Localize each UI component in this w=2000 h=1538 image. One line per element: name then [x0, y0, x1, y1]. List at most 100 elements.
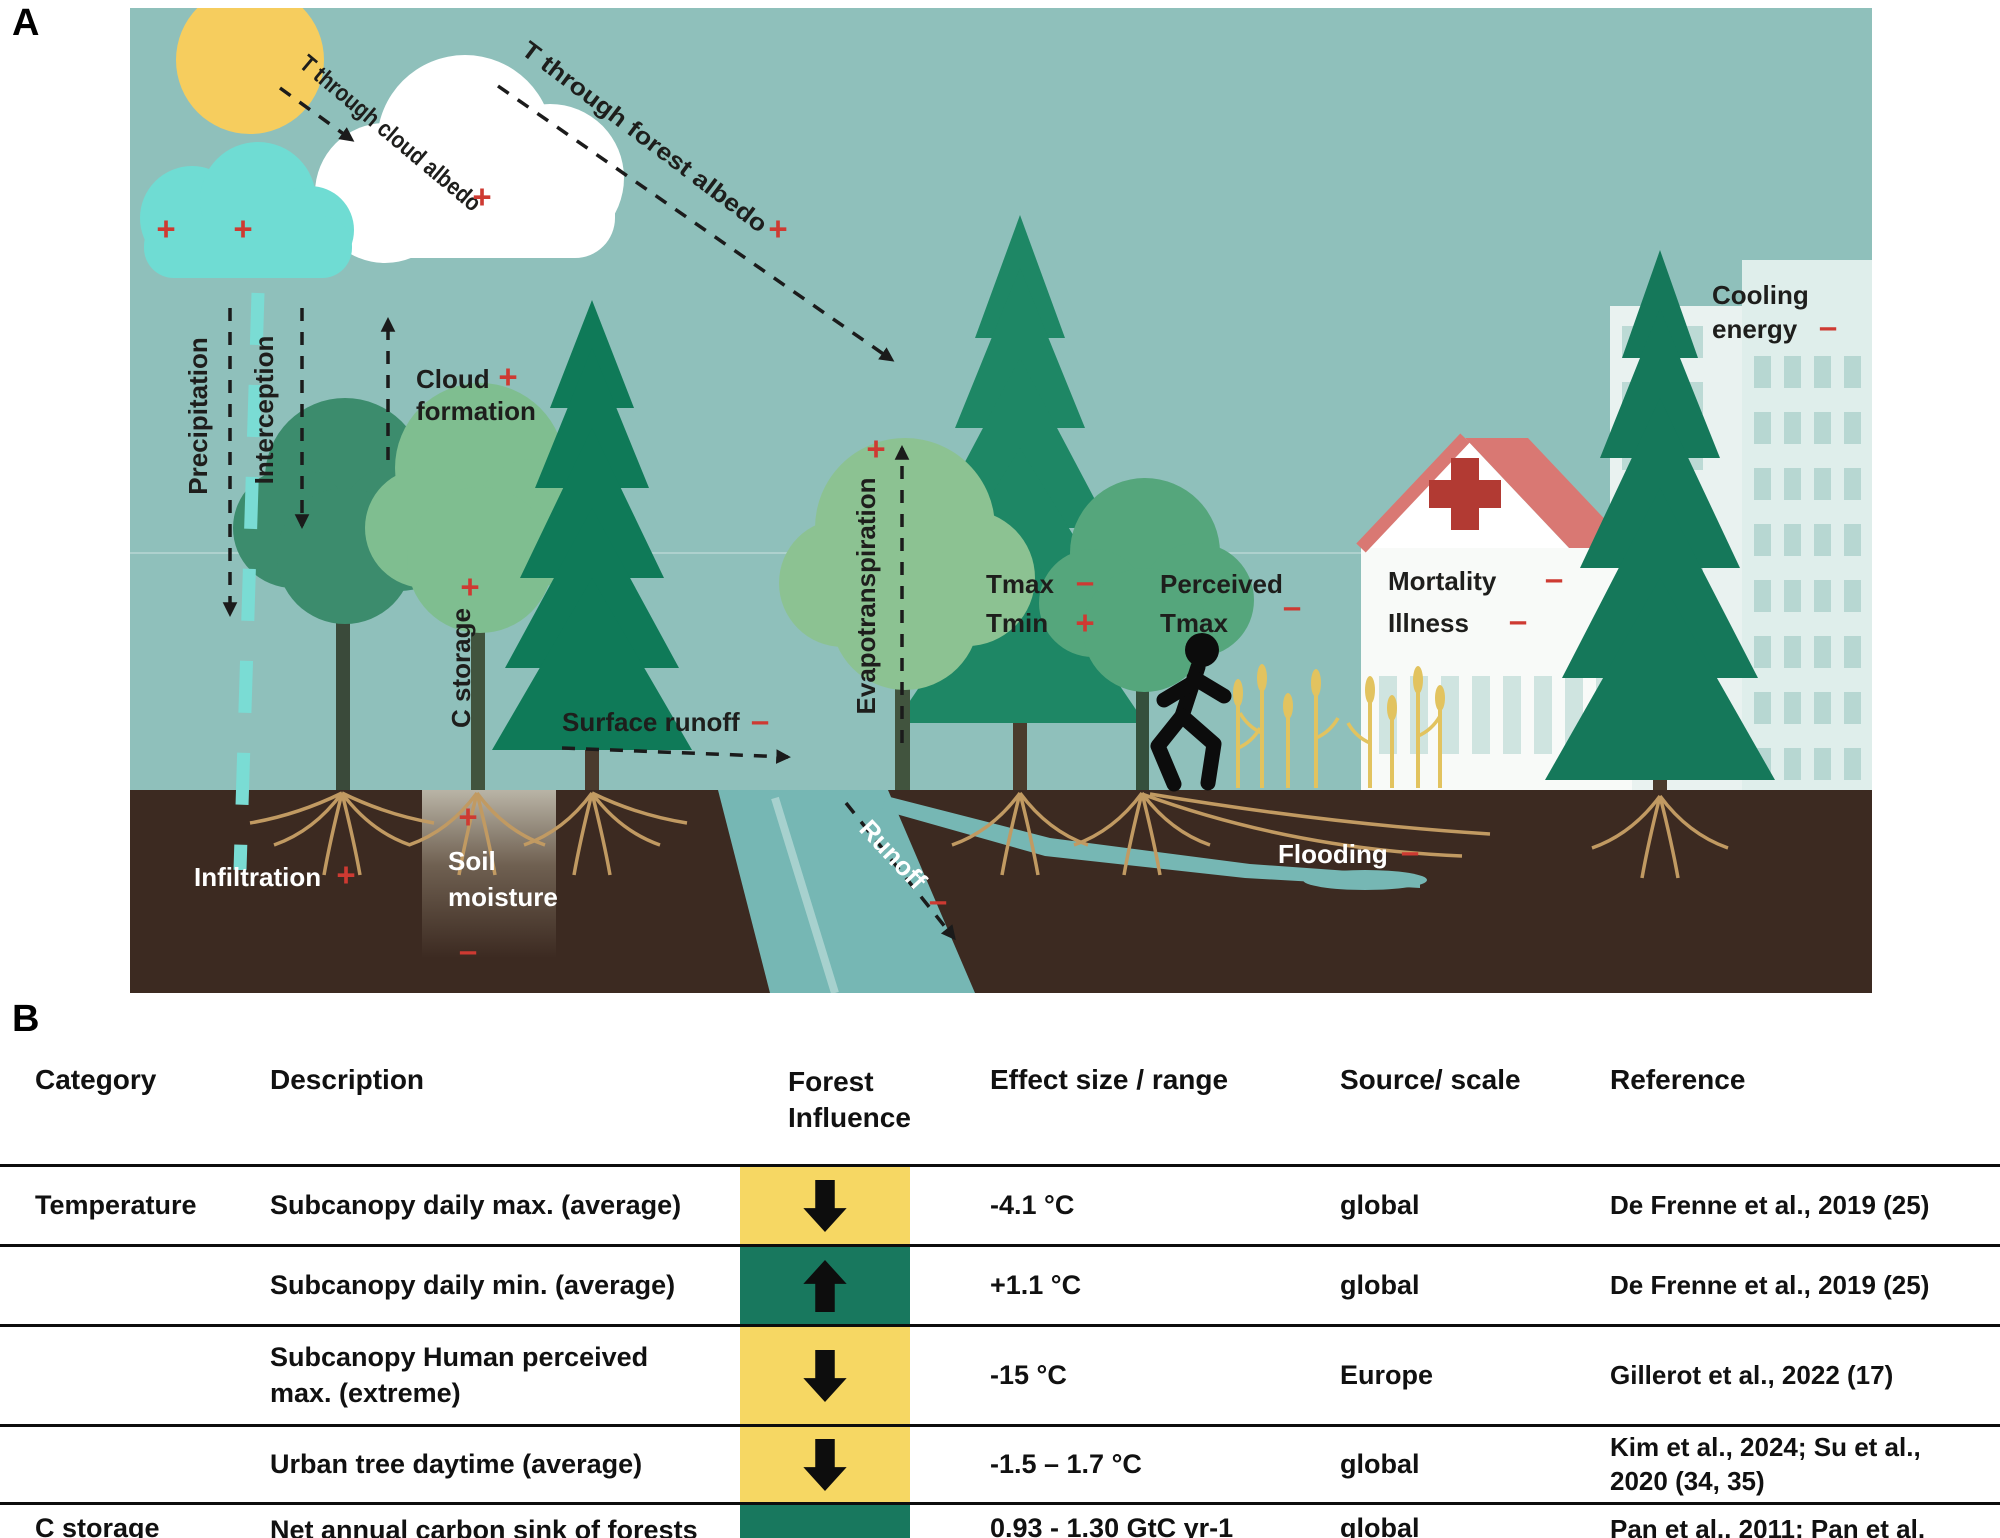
interception-sign: +: [233, 210, 252, 247]
soil-moisture-sign: –: [459, 932, 477, 969]
header-reference: Reference: [1610, 1064, 1746, 1095]
cloud-formation-sign: +: [498, 358, 517, 395]
wheat-plants: [1233, 664, 1445, 788]
forest-albedo-arrow: [497, 84, 895, 362]
surface-runoff-sign: –: [751, 702, 769, 739]
cloud-formation-label-line1: Cloud: [416, 364, 490, 394]
description-cell: Subcanopy Human perceived max. (extreme): [270, 1342, 649, 1408]
c-storage-below-ground-sign: +: [458, 798, 477, 835]
tmin-sign: +: [1075, 604, 1094, 641]
soil-moisture-pit: [422, 790, 556, 958]
table-header-row: Category Description Forest Influence Ef…: [0, 1052, 2000, 1164]
influence-arrow-icon: [803, 1179, 847, 1232]
tmin-label: Tmin: [986, 608, 1048, 638]
influence-arrow-icon: [803, 1438, 847, 1491]
description-cell: Net annual carbon sink of forests: [270, 1515, 698, 1538]
illness-label: Illness: [1388, 608, 1469, 638]
center-leafy-tree-light: [779, 438, 1035, 798]
effect-size-cell: +1.1 °C: [990, 1270, 1082, 1300]
table-row: Subcanopy daily min. (average) +1.1 °C g…: [0, 1244, 2000, 1324]
soil-layer: [130, 790, 1872, 993]
effect-size-cell: -1.5 – 1.7 °C: [990, 1449, 1142, 1479]
right-conifer-tree: [1545, 250, 1775, 798]
reference-cell: De Frenne et al., 2019 (25): [1610, 1269, 1930, 1300]
header-forest-influence: Forest Influence: [740, 1064, 911, 1137]
header-description: Description: [270, 1064, 425, 1095]
soil-moisture-label-line1: Soil: [448, 846, 496, 876]
sun-icon: [176, 8, 324, 134]
description-cell: Subcanopy daily max. (average): [270, 1189, 682, 1220]
mortality-label: Mortality: [1388, 566, 1497, 596]
surface-runoff-label: Surface runoff: [562, 707, 740, 737]
description-cell: Subcanopy daily min. (average): [270, 1269, 676, 1300]
reference-cell: De Frenne et al., 2019 (25): [1610, 1189, 1930, 1220]
cooling-energy-label-line2: energy: [1712, 314, 1798, 344]
header-effect-size: Effect size / range: [990, 1064, 1229, 1095]
effects-table: Category Description Forest Influence Ef…: [0, 1052, 2000, 1538]
precipitation-sign: +: [156, 210, 175, 247]
c-storage-label: C storage: [446, 608, 476, 728]
rainfall-dashes: [233, 292, 265, 871]
white-cloud-icon: [315, 55, 624, 263]
source-scale-cell: Europe: [1340, 1360, 1434, 1390]
forest-influence-cell: [740, 1327, 910, 1424]
perceived-tmax-label-line1: Perceived: [1160, 569, 1283, 599]
red-cross-icon: [1429, 458, 1501, 530]
panel-b-label: B: [12, 998, 40, 1040]
tmax-label: Tmax: [986, 569, 1054, 599]
source-scale-cell: global: [1340, 1513, 1420, 1538]
illness-sign: –: [1509, 602, 1527, 639]
header-forest-influence-line2: Influence: [788, 1102, 911, 1134]
tree-roots: [249, 791, 1729, 879]
t-forest-albedo-sign: +: [768, 210, 787, 247]
reference-cell: Pan et al., 2011; Pan et al.: [1610, 1514, 1926, 1538]
table-row: Temperature Subcanopy daily max. (averag…: [0, 1164, 2000, 1244]
river: [718, 790, 1427, 993]
table-row: Urban tree daytime (average) -1.5 – 1.7 …: [0, 1424, 2000, 1502]
reference-cell: Kim et al., 2024; Su et al., 2020 (34, 3…: [1610, 1431, 1921, 1496]
effect-size-cell: -15 °C: [990, 1360, 1067, 1390]
category-cell: Temperature: [35, 1190, 197, 1220]
perceived-tmax-sign: –: [1283, 588, 1301, 625]
influence-arrow-icon: [803, 1259, 847, 1312]
tmax-sign: –: [1076, 563, 1094, 600]
table-row: Subcanopy Human perceived max. (extreme)…: [0, 1324, 2000, 1424]
header-source-scale: Source/ scale: [1340, 1064, 1521, 1095]
runoff-sign: –: [929, 882, 947, 919]
cloud-formation-label-line2: formation: [416, 396, 536, 426]
precipitation-label: Precipitation: [183, 337, 213, 494]
influence-arrow-icon: [803, 1349, 847, 1402]
source-scale-cell: global: [1340, 1449, 1420, 1479]
soil-moisture-label-line2: moisture: [448, 882, 558, 912]
header-category: Category: [35, 1064, 157, 1095]
forest-climate-scene: T through cloud albedo + T through fores…: [130, 8, 1872, 993]
category-cell: C storage: [35, 1513, 160, 1538]
source-scale-cell: global: [1340, 1270, 1420, 1300]
forest-influence-cell: [740, 1247, 910, 1324]
forest-influence-cell: [740, 1167, 910, 1244]
cooling-energy-sign: –: [1819, 308, 1837, 345]
flooding-label: Flooding: [1278, 839, 1388, 869]
runoff-arrow: [844, 801, 956, 941]
evapotranspiration-label: Evapotranspiration: [851, 478, 881, 715]
panel-a-label: A: [12, 2, 40, 44]
c-storage-sign: +: [460, 568, 479, 605]
mortality-sign: –: [1545, 560, 1563, 597]
reference-cell: Gillerot et al., 2022 (17): [1610, 1359, 1894, 1390]
infiltration-sign: +: [336, 856, 355, 893]
source-scale-cell: global: [1340, 1190, 1420, 1220]
interception-label: Interception: [249, 336, 279, 485]
t-cloud-albedo-sign: +: [472, 178, 491, 215]
flux-arrows: [222, 84, 956, 941]
cooling-energy-label-line1: Cooling: [1712, 280, 1809, 310]
perceived-tmax-label-line2: Tmax: [1160, 608, 1228, 638]
rain-cloud-icon: [140, 142, 354, 278]
panel-a-illustration: T through cloud albedo + T through fores…: [130, 8, 1872, 993]
left-conifer-tree: [492, 300, 692, 798]
flooding-sign: –: [1401, 833, 1419, 870]
evapotranspiration-sign: +: [866, 430, 885, 467]
running-person: [1150, 633, 1232, 792]
table-row: C storage Net annual carbon sink of fore…: [0, 1502, 2000, 1538]
effect-size-cell: -4.1 °C: [990, 1190, 1075, 1220]
